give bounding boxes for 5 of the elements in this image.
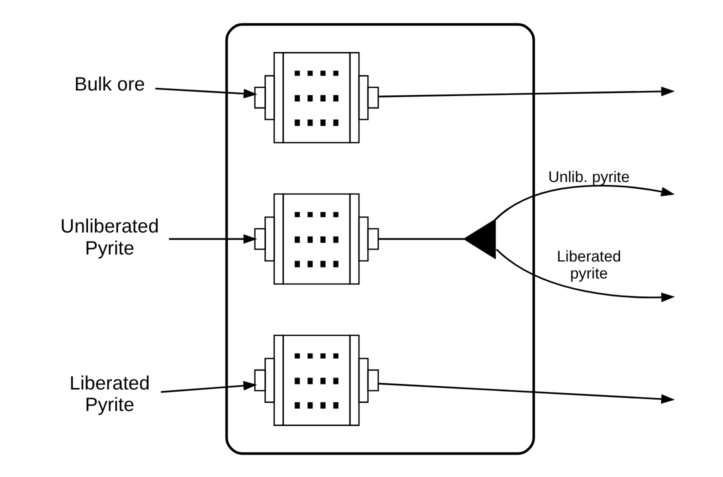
- node-text: Bulk ore: [74, 74, 145, 96]
- node-text: Unliberated Pyrite: [60, 216, 158, 259]
- edge-label: Unlib. pyrite: [548, 168, 630, 186]
- node-text: Liberated Pyrite: [69, 372, 150, 416]
- edge-label: Liberated pyrite: [556, 248, 621, 282]
